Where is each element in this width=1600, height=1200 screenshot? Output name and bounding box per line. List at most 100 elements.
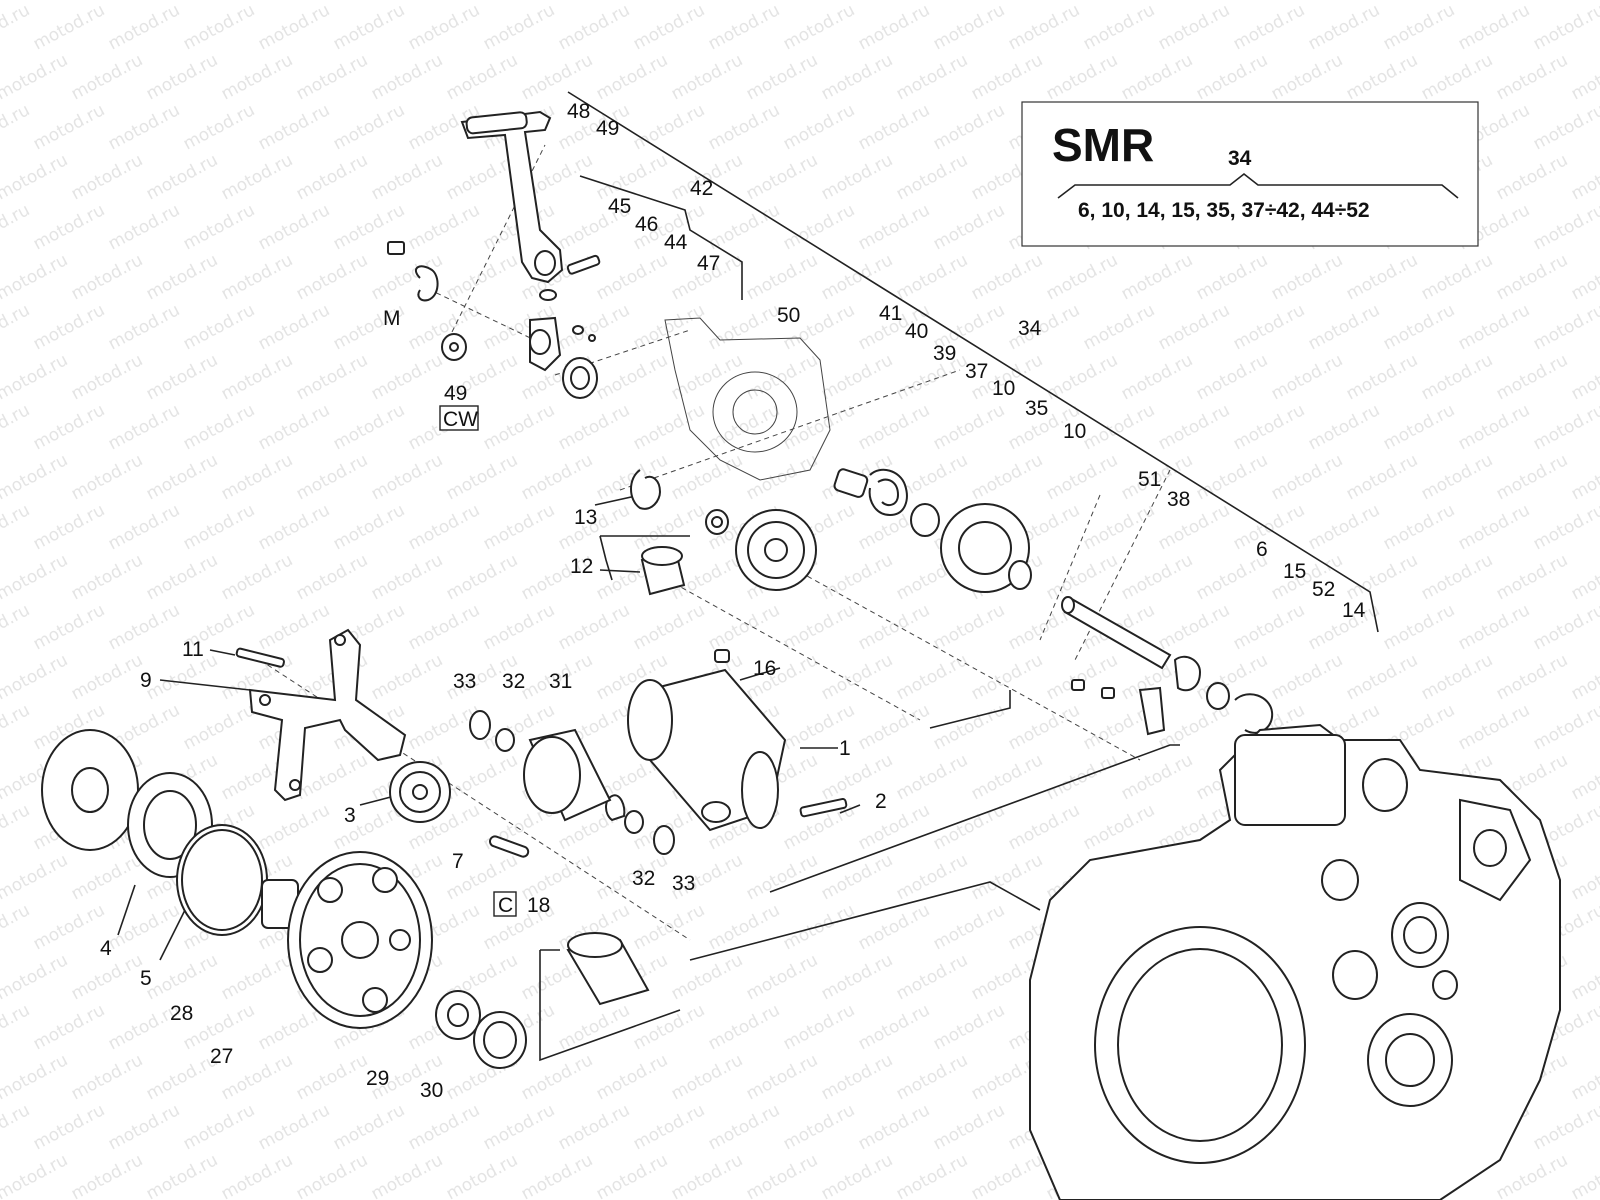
- watermark-text: motod.ru: [1118, 250, 1196, 304]
- watermark-text: motod.ru: [30, 600, 108, 654]
- watermark-text: motod.ru: [1568, 450, 1600, 504]
- part-label-38: 38: [1167, 488, 1190, 511]
- part-label-16: 16: [753, 657, 776, 680]
- legend-model: SMR: [1052, 119, 1154, 171]
- watermark-text: motod.ru: [1043, 0, 1121, 4]
- watermark-text: motod.ru: [1493, 50, 1571, 104]
- watermark-text: motod.ru: [143, 350, 221, 404]
- watermark-text: motod.ru: [743, 150, 821, 204]
- watermark-text: motod.ru: [968, 0, 1046, 4]
- watermark-text: motod.ru: [1268, 0, 1346, 4]
- watermark-text: motod.ru: [855, 700, 933, 754]
- watermark-text: motod.ru: [480, 500, 558, 554]
- crankcase: [1029, 723, 1561, 1200]
- watermark-text: motod.ru: [968, 850, 1046, 904]
- watermark-text: motod.ru: [1568, 650, 1600, 704]
- watermark-text: motod.ru: [518, 450, 596, 504]
- watermark-text: motod.ru: [1043, 450, 1121, 504]
- watermark-text: motod.ru: [930, 700, 1008, 754]
- watermark-text: motod.ru: [780, 200, 858, 254]
- watermark-text: motod.ru: [593, 0, 671, 4]
- starter-reduction-parts: [469, 710, 675, 855]
- watermark-text: motod.ru: [930, 0, 1008, 54]
- part-label-27: 27: [210, 1045, 233, 1068]
- watermark-text: motod.ru: [143, 950, 221, 1004]
- part-label-30: 30: [420, 1079, 443, 1102]
- watermark-text: motod.ru: [1493, 250, 1571, 304]
- kick-idle-gear: [735, 509, 817, 591]
- watermark-text: motod.ru: [555, 0, 633, 54]
- watermark-text: motod.ru: [1493, 1150, 1571, 1200]
- watermark-text: motod.ru: [1005, 300, 1083, 354]
- watermark-text: motod.ru: [1530, 100, 1600, 154]
- watermark-text: motod.ru: [1530, 600, 1600, 654]
- watermark-text: motod.ru: [1118, 50, 1196, 104]
- watermark-text: motod.ru: [330, 100, 408, 154]
- watermark-text: motod.ru: [1005, 700, 1083, 754]
- part-label-51: 51: [1138, 468, 1161, 491]
- watermark-text: motod.ru: [405, 200, 483, 254]
- watermark-text: motod.ru: [705, 1100, 783, 1154]
- watermark-text: motod.ru: [443, 1150, 521, 1200]
- part-label-9: 9: [140, 669, 152, 692]
- part-label-44: 44: [664, 231, 688, 254]
- watermark-text: motod.ru: [105, 100, 183, 154]
- watermark-text: motod.ru: [293, 450, 371, 504]
- part-label-15: 15: [1283, 560, 1306, 583]
- watermark-text: motod.ru: [743, 50, 821, 104]
- part-label-32-b: 32: [632, 867, 655, 890]
- watermark-text: motod.ru: [1493, 650, 1571, 704]
- watermark-text: motod.ru: [1380, 400, 1458, 454]
- watermark-text: motod.ru: [105, 400, 183, 454]
- watermark-text: motod.ru: [780, 100, 858, 154]
- watermark-text: motod.ru: [1080, 300, 1158, 354]
- watermark-text: motod.ru: [143, 250, 221, 304]
- watermark-text: motod.ru: [218, 450, 296, 504]
- watermark-text: motod.ru: [1230, 600, 1308, 654]
- watermark-text: motod.ru: [1193, 350, 1271, 404]
- watermark-text: motod.ru: [893, 750, 971, 804]
- watermark-text: motod.ru: [1155, 0, 1233, 54]
- intermediate-gear: [389, 761, 530, 858]
- watermark-text: motod.ru: [1493, 0, 1571, 4]
- watermark-text: motod.ru: [0, 150, 71, 204]
- part-label-28: 28: [170, 1002, 193, 1025]
- watermark-text: motod.ru: [1080, 500, 1158, 554]
- watermark-text: motod.ru: [68, 50, 146, 104]
- watermark-text: motod.ru: [1455, 400, 1533, 454]
- starter-bracket: [235, 628, 407, 802]
- watermark-text: motod.ru: [1418, 0, 1496, 4]
- watermark-text: motod.ru: [518, 1150, 596, 1200]
- watermark-text: motod.ru: [405, 600, 483, 654]
- watermark-text: motod.ru: [68, 250, 146, 304]
- watermark-text: motod.ru: [1568, 150, 1600, 204]
- watermark-text: motod.ru: [1568, 1050, 1600, 1104]
- part-label-42: 42: [690, 177, 713, 200]
- watermark-text: motod.ru: [68, 450, 146, 504]
- watermark-text: motod.ru: [30, 500, 108, 554]
- watermark-text: motod.ru: [893, 650, 971, 704]
- watermark-text: motod.ru: [480, 0, 558, 54]
- watermark-text: motod.ru: [780, 900, 858, 954]
- watermark-text: motod.ru: [143, 0, 221, 4]
- watermark-text: motod.ru: [1305, 400, 1383, 454]
- part-label-11: 11: [182, 638, 204, 661]
- watermark-text: motod.ru: [855, 400, 933, 454]
- part-label-5: 5: [140, 967, 152, 990]
- watermark-text: motod.ru: [0, 500, 33, 554]
- watermark-text: motod.ru: [180, 500, 258, 554]
- watermark-text: motod.ru: [1080, 0, 1158, 54]
- watermark-text: motod.ru: [1080, 800, 1158, 854]
- watermark-text: motod.ru: [1418, 350, 1496, 404]
- watermark-text: motod.ru: [780, 400, 858, 454]
- watermark-text: motod.ru: [1568, 750, 1600, 804]
- watermark-text: motod.ru: [30, 900, 108, 954]
- legend-group-members: 6, 10, 14, 15, 35, 37÷42, 44÷52: [1078, 199, 1370, 222]
- part-label-cw: CW: [443, 408, 478, 431]
- watermark-text: motod.ru: [1568, 950, 1600, 1004]
- watermark-text: motod.ru: [968, 1150, 1046, 1200]
- watermark-text: motod.ru: [630, 1000, 708, 1054]
- watermark-text: motod.ru: [893, 0, 971, 4]
- watermark-text: motod.ru: [1418, 450, 1496, 504]
- part-label-13: 13: [574, 506, 597, 529]
